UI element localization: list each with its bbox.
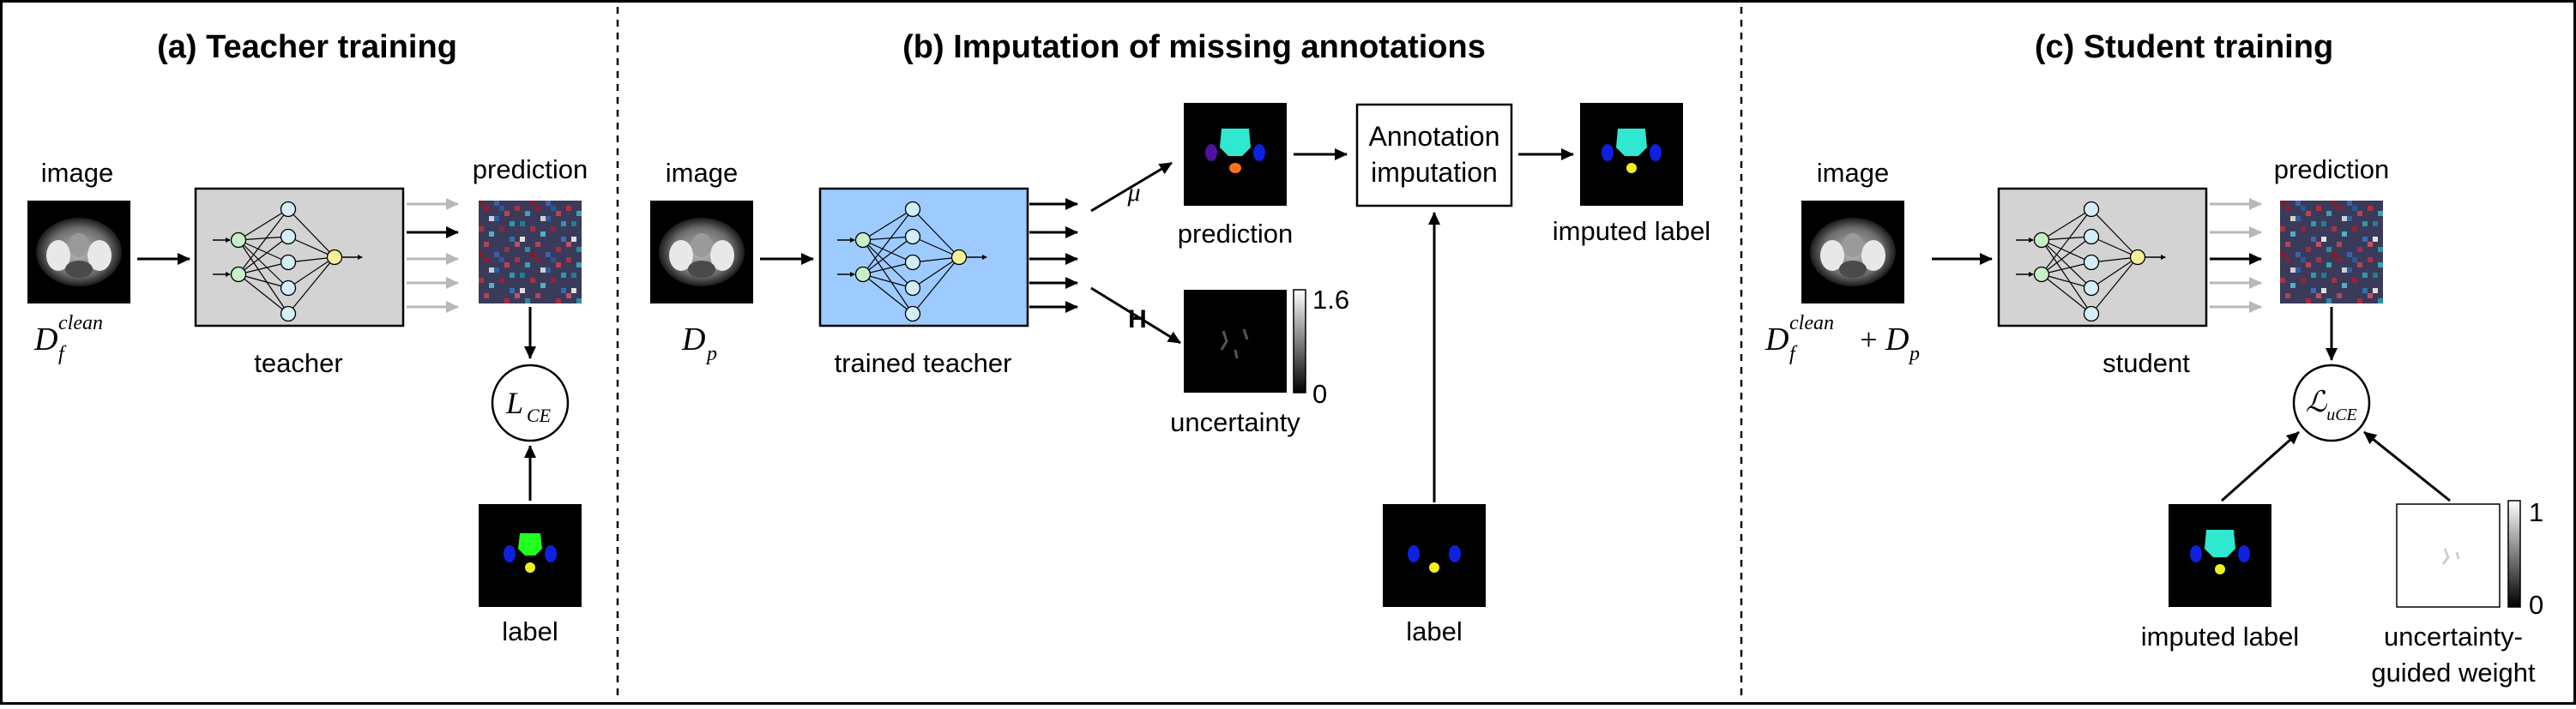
ct-image bbox=[1801, 201, 1904, 303]
prediction-image bbox=[2280, 201, 2383, 303]
loss-node bbox=[491, 364, 570, 442]
mu-symbol: μ bbox=[1126, 178, 1140, 207]
student-output-arrows bbox=[2210, 198, 2262, 313]
label-mask bbox=[479, 504, 582, 607]
uncertainty-colorbar bbox=[1293, 289, 1306, 394]
h-symbol: H bbox=[1128, 305, 1147, 333]
weight-caption-line-2: guided weight bbox=[2371, 658, 2536, 688]
image-label: image bbox=[666, 158, 738, 188]
teacher-label: teacher bbox=[254, 348, 342, 378]
uncertainty-map bbox=[1184, 290, 1287, 393]
teacher-network bbox=[194, 187, 405, 327]
dataset-symbol: D bbox=[681, 321, 705, 358]
dataset-symbol: D bbox=[33, 321, 57, 358]
prediction-label: prediction bbox=[1178, 219, 1293, 249]
imputed-label-mask bbox=[1580, 103, 1683, 206]
imputed-label-caption: imputed label bbox=[2141, 622, 2299, 652]
panel-teacher-training: (a) Teacher training image D clean f tea… bbox=[27, 29, 588, 646]
mean-prediction-mask bbox=[1184, 103, 1287, 206]
dataset-symbol-2: D bbox=[1885, 321, 1909, 358]
imputation-line-1: Annotation bbox=[1368, 121, 1499, 152]
loss-symbol: ℒ bbox=[2306, 387, 2328, 418]
colorbar-max: 1 bbox=[2529, 497, 2543, 527]
prediction-label: prediction bbox=[473, 154, 588, 184]
student-network bbox=[1997, 187, 2208, 327]
dataset-subscript: p bbox=[705, 343, 717, 365]
dataset-superscript: clean bbox=[58, 312, 103, 334]
loss-subscript: uCE bbox=[2326, 406, 2357, 424]
imputation-line-2: imputation bbox=[1371, 157, 1498, 188]
label-caption: label bbox=[502, 616, 558, 646]
colorbar-min: 0 bbox=[2529, 590, 2543, 620]
ct-image bbox=[27, 201, 130, 303]
image-label: image bbox=[1817, 158, 1889, 188]
uncertainty-label: uncertainty bbox=[1170, 407, 1300, 437]
panel-c-title: (c) Student training bbox=[2035, 29, 2333, 65]
arrow-entropy bbox=[1090, 286, 1181, 345]
trained-teacher-network bbox=[818, 187, 1029, 327]
label-caption: label bbox=[1406, 616, 1463, 646]
student-label: student bbox=[2102, 348, 2190, 378]
panel-imputation: (b) Imputation of missing annotations im… bbox=[650, 29, 1710, 646]
colorbar-min: 0 bbox=[1312, 379, 1327, 409]
dataset-subscript: f bbox=[58, 343, 67, 365]
prediction-image bbox=[479, 201, 582, 303]
arrow-weight-to-loss bbox=[2363, 430, 2451, 502]
image-label: image bbox=[41, 158, 113, 188]
dataset-plus: + bbox=[1858, 322, 1879, 357]
uncertainty-loss-node bbox=[2292, 364, 2371, 442]
dataset-subscript-1: f bbox=[1789, 343, 1798, 365]
ct-image bbox=[650, 201, 753, 303]
dataset-subscript-2: p bbox=[1908, 343, 1920, 365]
trained-teacher-output-arrows bbox=[1029, 198, 1078, 313]
dataset-superscript: clean bbox=[1789, 312, 1834, 334]
loss-symbol: L bbox=[505, 386, 523, 420]
weight-colorbar bbox=[2507, 500, 2521, 608]
prediction-label: prediction bbox=[2274, 154, 2389, 184]
weight-caption-line-1: uncertainty- bbox=[2384, 622, 2523, 652]
loss-subscript: CE bbox=[527, 405, 552, 426]
teacher-output-arrows bbox=[407, 198, 459, 313]
panel-b-title: (b) Imputation of missing annotations bbox=[902, 29, 1486, 65]
imputed-label-caption: imputed label bbox=[1553, 216, 1710, 246]
uncertainty-weight-map bbox=[2396, 503, 2501, 608]
colorbar-max: 1.6 bbox=[1312, 285, 1349, 315]
panel-a-title: (a) Teacher training bbox=[157, 29, 457, 65]
arrow-imputed-to-loss bbox=[2221, 430, 2300, 502]
imputed-label-mask bbox=[2169, 504, 2271, 607]
annotation-imputation-box bbox=[1355, 103, 1513, 207]
panel-student-training: (c) Student training image D clean f + D… bbox=[1765, 29, 2543, 688]
arrow-mean bbox=[1090, 161, 1173, 213]
trained-teacher-label: trained teacher bbox=[835, 348, 1012, 378]
dataset-symbol-1: D bbox=[1765, 321, 1789, 358]
partial-label-mask bbox=[1383, 504, 1486, 607]
